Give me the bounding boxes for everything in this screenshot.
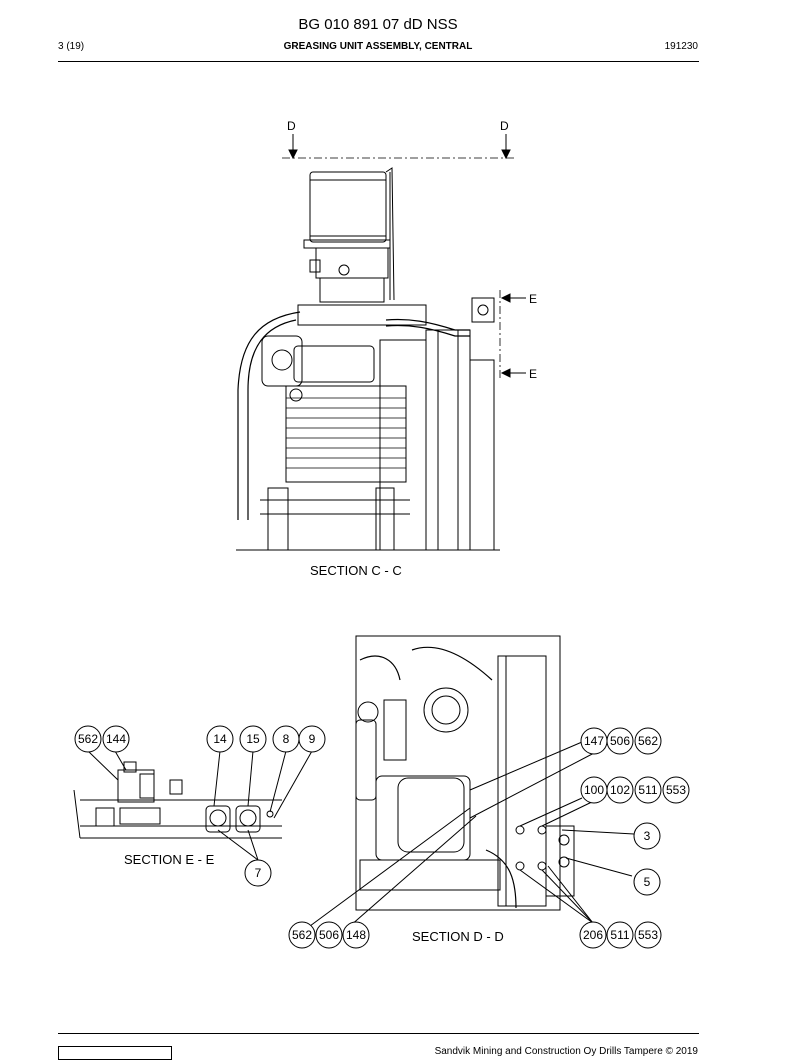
callout-562-ee: 562 (78, 732, 98, 746)
callout-562-bottom: 562 (292, 928, 312, 942)
footer-divider (58, 1033, 699, 1034)
callout-5: 5 (644, 875, 651, 889)
callout-148: 148 (346, 928, 366, 942)
callout-14: 14 (213, 732, 227, 746)
callout-506-bottom: 506 (319, 928, 339, 942)
callout-206: 206 (583, 928, 603, 942)
revision-date: 191230 (664, 41, 698, 52)
cut-marker-e-top: E (529, 292, 537, 306)
callout-15: 15 (246, 732, 260, 746)
section-cc-drawing (236, 134, 526, 551)
cut-marker-left: D (287, 119, 296, 133)
section-dd-drawing (309, 635, 635, 927)
callout-511-bottom: 511 (610, 928, 629, 942)
page-title: GREASING UNIT ASSEMBLY, CENTRAL (283, 41, 473, 52)
callout-7: 7 (255, 866, 262, 880)
cut-marker-e-bottom: E (529, 367, 537, 381)
document-id: BG 010 891 07 dD NSS (298, 16, 458, 33)
section-cc-label: SECTION C - C (310, 563, 402, 578)
callout-562-top: 562 (638, 734, 658, 748)
section-ee-drawing (73, 750, 313, 861)
callout-144: 144 (106, 732, 126, 746)
callout-553-bottom: 553 (638, 928, 658, 942)
company-logo (58, 1046, 172, 1060)
callout-506-top: 506 (610, 734, 630, 748)
section-ee-label: SECTION E - E (124, 852, 215, 867)
header-divider (58, 61, 699, 62)
callout-102: 102 (610, 783, 630, 797)
callout-3: 3 (644, 829, 651, 843)
callout-9: 9 (309, 732, 316, 746)
page-number: 3 (19) (58, 41, 85, 52)
section-dd-label: SECTION D - D (412, 929, 504, 944)
callout-8: 8 (283, 732, 290, 746)
callout-100: 100 (584, 783, 604, 797)
callout-511-top: 511 (638, 783, 657, 797)
cut-marker-right: D (500, 119, 509, 133)
footer-copyright: Sandvik Mining and Construction Oy Drill… (434, 1046, 698, 1057)
callout-553-top: 553 (666, 783, 686, 797)
callout-147: 147 (584, 734, 604, 748)
